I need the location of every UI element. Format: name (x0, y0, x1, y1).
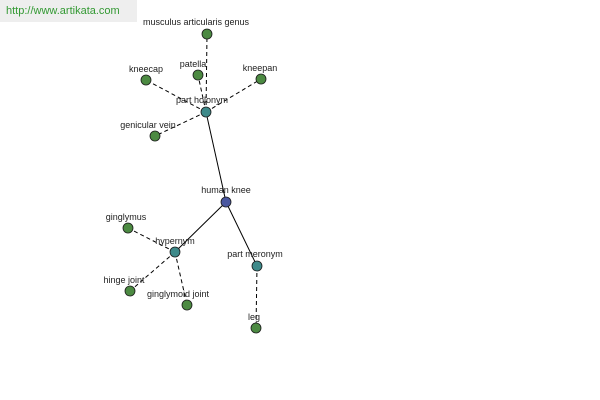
node-hypernym[interactable] (169, 246, 181, 258)
node-label-kneecap: kneecap (129, 64, 163, 74)
node-label-hinge-joint: hinge joint (103, 275, 145, 285)
node-ginglymus[interactable] (122, 222, 134, 234)
edge-part-meronym-to-leg (255, 265, 258, 329)
node-human-knee[interactable] (220, 196, 232, 208)
node-musculus[interactable] (201, 28, 213, 40)
node-genicular-vein[interactable] (149, 130, 161, 142)
node-label-human-knee: human knee (201, 185, 251, 195)
edge-human-knee-to-part-meronym (225, 201, 258, 267)
node-label-part-meronym: part meronym (227, 249, 283, 259)
node-label-patella: patella (180, 59, 207, 69)
node-hinge-joint[interactable] (124, 285, 136, 297)
node-patella[interactable] (192, 69, 204, 81)
edge-part-holonym-to-kneecap (145, 79, 207, 113)
node-kneecap[interactable] (140, 74, 152, 86)
node-kneepan[interactable] (255, 73, 267, 85)
node-label-ginglymoid-joint: ginglymoid joint (147, 289, 210, 299)
edge-hypernym-to-hinge-joint (129, 251, 176, 292)
edge-hypernym-to-ginglymus (127, 227, 176, 253)
node-leg[interactable] (250, 322, 262, 334)
graph-labels: human knee part holonym hypernym part meron… (103, 17, 282, 322)
edge-part-holonym-to-musculus (205, 33, 208, 113)
node-label-hypernym: hypernym (155, 236, 195, 246)
edge-part-holonym-to-genicular-vein (154, 111, 207, 137)
edge-part-holonym-to-kneepan (205, 78, 262, 113)
edge-human-knee-to-hypernym (174, 201, 227, 253)
node-label-leg: leg (248, 312, 260, 322)
node-label-ginglymus: ginglymus (106, 212, 147, 222)
node-ginglymoid-joint[interactable] (181, 299, 193, 311)
edge-part-holonym-to-patella (197, 74, 207, 113)
node-label-part-holonym: part holonym (176, 95, 228, 105)
watermark-url: http://www.artikata.com (0, 0, 137, 22)
node-label-musculus: musculus articularis genus (143, 17, 250, 27)
graph-nodes (122, 28, 267, 334)
node-part-holonym[interactable] (200, 106, 212, 118)
edge-hypernym-to-ginglymoid-joint (174, 251, 188, 306)
graph-edges (127, 33, 262, 329)
node-label-genicular-vein: genicular vein (120, 120, 176, 130)
node-label-kneepan: kneepan (243, 63, 278, 73)
edge-human-knee-to-part-holonym (205, 111, 227, 203)
node-part-meronym[interactable] (251, 260, 263, 272)
